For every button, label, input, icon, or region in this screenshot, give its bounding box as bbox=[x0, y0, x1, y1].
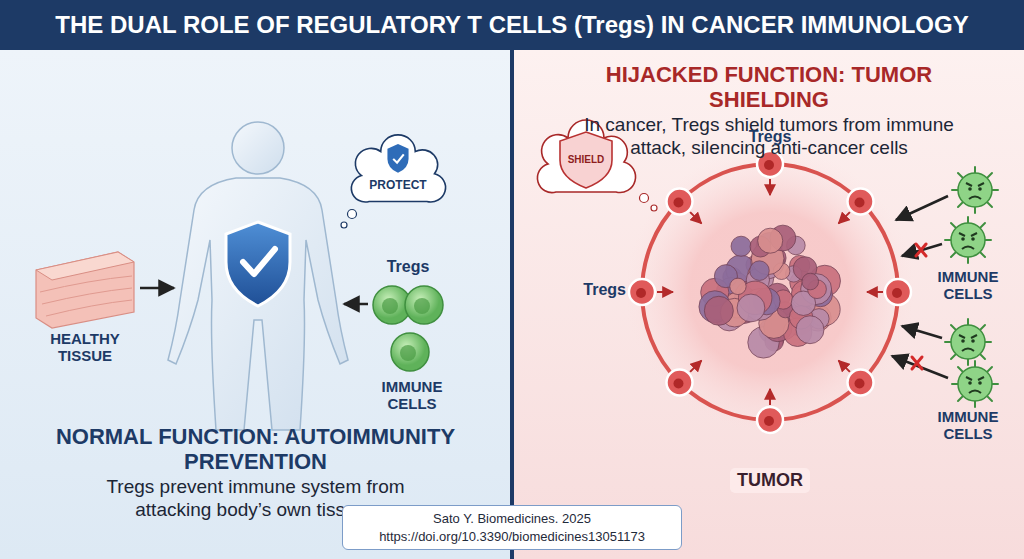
tumor-outline bbox=[695, 217, 845, 367]
citation-text: Sato Y. Biomedicines. 2025 https://doi.o… bbox=[355, 510, 669, 545]
node-label: SHIELD bbox=[568, 154, 605, 165]
cell-label: IMMUNE CELLS bbox=[918, 268, 1018, 303]
cell-label: Tregs bbox=[740, 128, 800, 146]
node-label: TUMOR bbox=[730, 468, 810, 493]
panel-heading: HIJACKED FUNCTION: TUMOR SHIELDING bbox=[604, 62, 934, 113]
cloud-outline bbox=[350, 133, 446, 207]
citation-box: Sato Y. Biomedicines. 2025 https://doi.o… bbox=[342, 505, 682, 550]
node-label: PROTECT bbox=[369, 178, 426, 192]
cell-label: Tregs bbox=[378, 258, 438, 276]
cell-label: IMMUNE CELLS bbox=[362, 378, 462, 413]
panel: SHIELD TUMOR HIJACKED FUNCTION: TUMOR SHIE… bbox=[514, 50, 1024, 559]
cell-label: IMMUNE CELLS bbox=[918, 408, 1018, 443]
thought-cloud: PROTECT bbox=[350, 133, 446, 207]
tissue-label: HEALTHY TISSUE bbox=[24, 330, 146, 365]
tumor-mass: TUMOR bbox=[695, 217, 845, 367]
cell-label: Tregs bbox=[566, 281, 626, 299]
title-text: THE DUAL ROLE OF REGULATORY T CELLS (Tre… bbox=[55, 11, 968, 39]
panel: PROTECT NORMAL FUNCTION: AUTOIMMUNITY PRE… bbox=[0, 50, 511, 559]
panel-heading: NORMAL FUNCTION: AUTOIMMUNITY PREVENTION bbox=[46, 424, 466, 475]
